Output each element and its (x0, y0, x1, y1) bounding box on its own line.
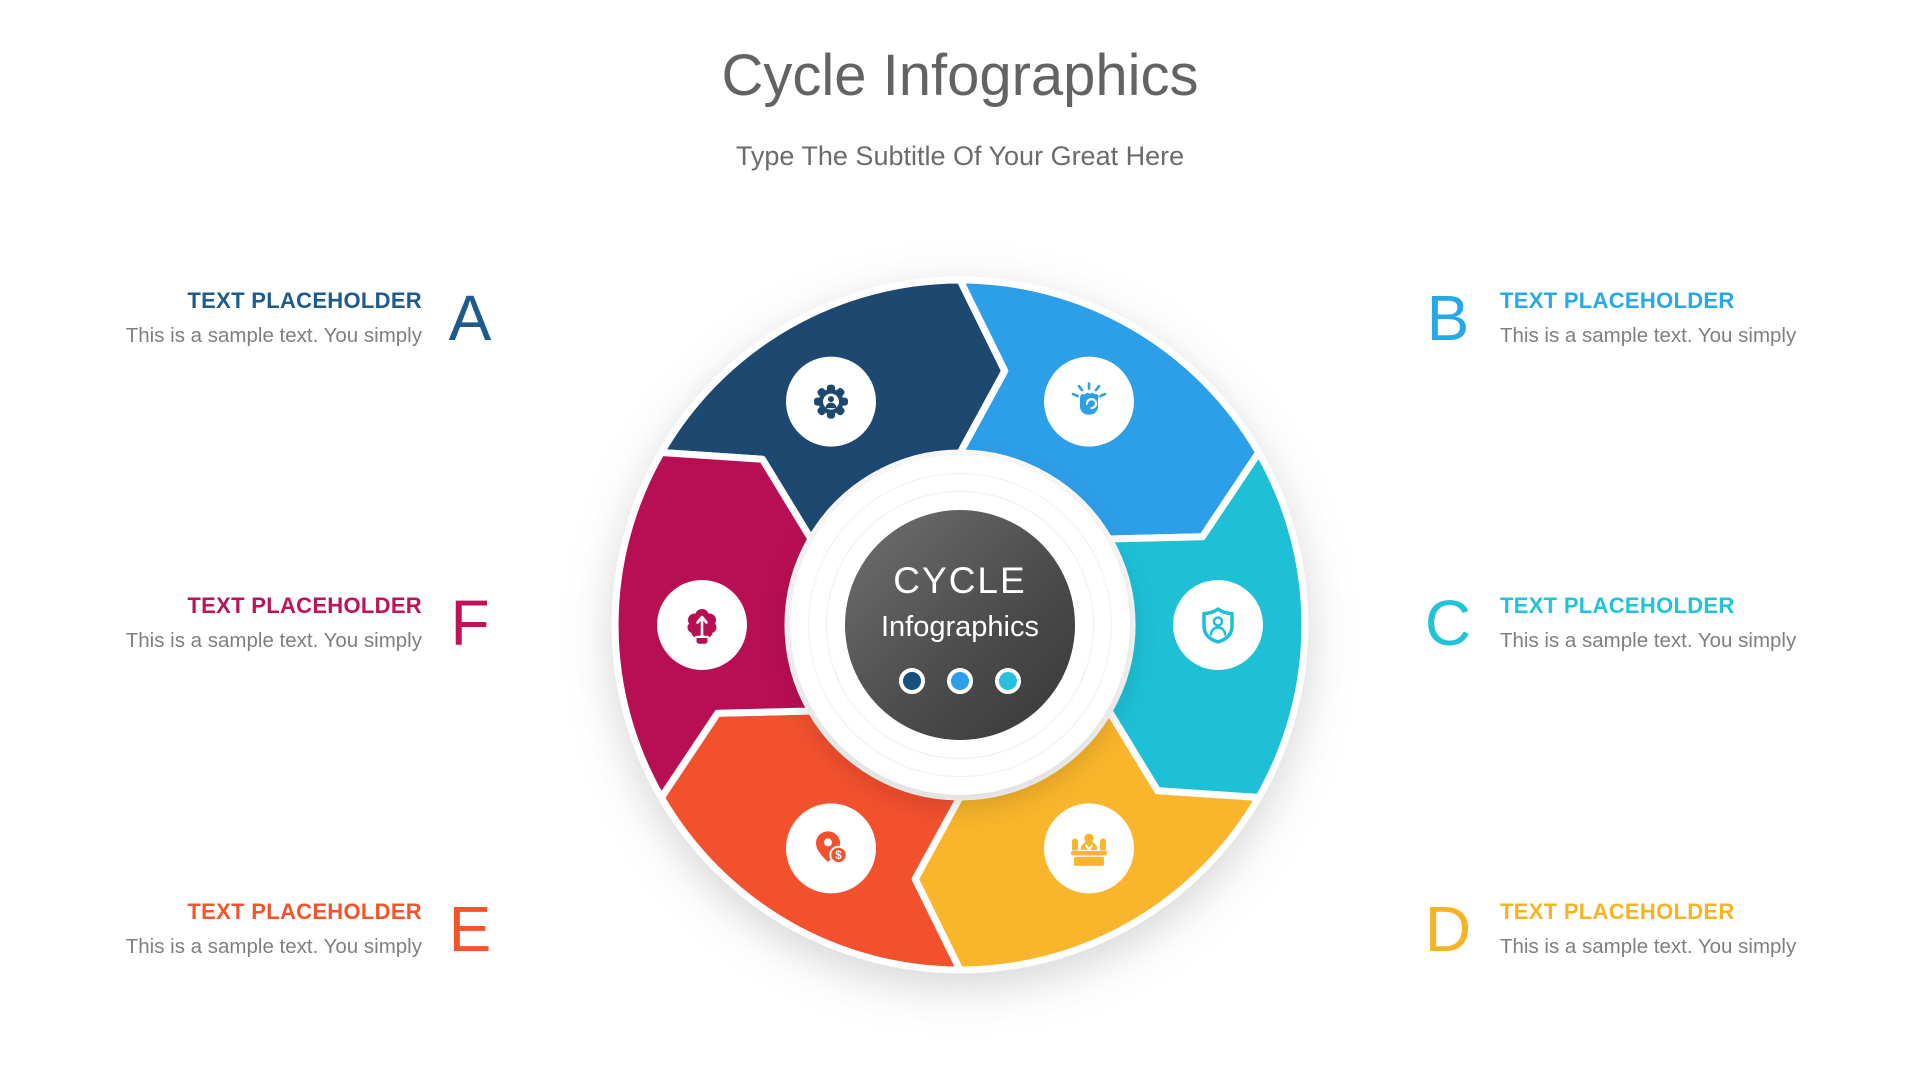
placeholder-letter-b: B (1426, 282, 1470, 354)
page-title: Cycle Infographics (721, 43, 1199, 108)
center-subtitle: Infographics (881, 611, 1039, 643)
placeholder-block-a: TEXT PLACEHOLDER This is a sample text. … (82, 287, 422, 349)
center-disc: CYCLE Infographics (790, 455, 1130, 795)
brain-growth-icon (687, 609, 717, 644)
placeholder-body-c: This is a sample text. You simply (1500, 629, 1797, 652)
placeholder-heading-f: TEXT PLACEHOLDER (187, 593, 422, 618)
shield-user-icon (1202, 607, 1234, 644)
placeholder-block-d: TEXT PLACEHOLDER This is a sample text. … (1500, 898, 1840, 960)
placeholder-body-a: This is a sample text. You simply (125, 324, 422, 347)
badge-e: $ (786, 803, 876, 894)
badge-a (786, 356, 876, 447)
placeholder-block-f: TEXT PLACEHOLDER This is a sample text. … (82, 592, 422, 654)
page-subtitle: Type The Subtitle Of Your Great Here (735, 141, 1185, 171)
dot-2 (947, 668, 973, 694)
dot-1 (899, 668, 925, 694)
placeholder-heading-c: TEXT PLACEHOLDER (1500, 593, 1735, 618)
placeholder-heading-a: TEXT PLACEHOLDER (187, 288, 422, 313)
placeholder-body-f: This is a sample text. You simply (125, 629, 422, 652)
placeholder-body-d: This is a sample text. You simply (1500, 935, 1797, 958)
placeholder-body-e: This is a sample text. You simply (125, 935, 422, 958)
placeholder-letter-e: E (448, 893, 492, 965)
badge-f (657, 580, 747, 670)
gear-user-icon (814, 384, 848, 419)
money-pin-icon: $ (816, 831, 848, 865)
placeholder-heading-b: TEXT PLACEHOLDER (1500, 288, 1735, 313)
center-ring-outer: CYCLE Infographics (808, 473, 1112, 777)
placeholder-letter-d: D (1424, 893, 1472, 965)
dot-3 (995, 668, 1021, 694)
placeholder-block-c: TEXT PLACEHOLDER This is a sample text. … (1500, 592, 1840, 654)
placeholder-block-b: TEXT PLACEHOLDER This is a sample text. … (1500, 287, 1840, 349)
placeholder-letter-a: A (448, 282, 492, 354)
placeholder-heading-d: TEXT PLACEHOLDER (1500, 899, 1735, 924)
badge-d (1044, 803, 1134, 894)
center-ring-inner: CYCLE Infographics (826, 491, 1094, 759)
center-dots (899, 668, 1021, 694)
placeholder-letter-c: C (1424, 587, 1472, 659)
placeholder-heading-e: TEXT PLACEHOLDER (187, 899, 422, 924)
placeholder-body-b: This is a sample text. You simply (1500, 324, 1797, 347)
dollar-glyph: $ (835, 850, 842, 862)
cycle-diagram: $ (600, 265, 1320, 985)
center-title: CYCLE (893, 560, 1027, 601)
idea-fist-icon (1071, 382, 1107, 415)
center-dark-disc: CYCLE Infographics (845, 510, 1075, 740)
badge-c (1173, 580, 1263, 670)
placeholder-letter-f: F (450, 587, 490, 659)
placeholder-block-e: TEXT PLACEHOLDER This is a sample text. … (82, 898, 422, 960)
desk-manager-icon (1071, 833, 1107, 866)
badge-b (1044, 356, 1134, 447)
